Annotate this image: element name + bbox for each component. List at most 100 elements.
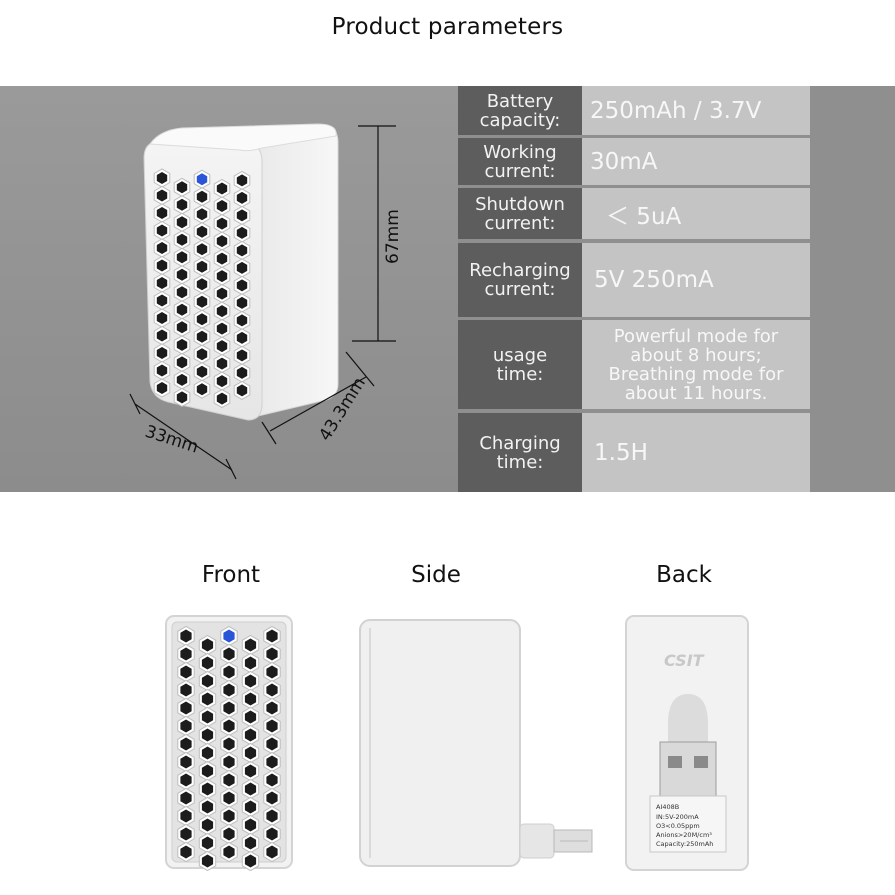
grille-hole bbox=[180, 845, 192, 859]
grille-hole bbox=[196, 190, 208, 203]
grille-hole bbox=[180, 827, 192, 841]
grille-hole bbox=[266, 845, 278, 859]
grille-hole bbox=[176, 268, 188, 281]
grille-hole bbox=[223, 683, 235, 697]
grille-hole bbox=[176, 373, 188, 386]
grille-hole bbox=[216, 200, 228, 212]
grille-hole bbox=[244, 656, 257, 670]
grille-hole bbox=[196, 365, 208, 378]
grille-hole bbox=[201, 782, 214, 796]
grille-hole bbox=[201, 728, 214, 742]
grille-hole bbox=[223, 773, 235, 787]
grille-hole bbox=[180, 809, 192, 823]
grille-hole bbox=[244, 746, 257, 760]
grille-hole bbox=[266, 809, 278, 823]
grille-hole bbox=[216, 287, 228, 300]
grille-hole bbox=[180, 773, 192, 787]
grille-hole bbox=[216, 340, 228, 353]
back-spec-3: Anions>20M/cm³ bbox=[656, 831, 712, 839]
grille-hole bbox=[196, 260, 208, 273]
grille-hole bbox=[180, 791, 192, 805]
grille-hole bbox=[236, 349, 248, 362]
grille-hole bbox=[266, 647, 278, 661]
param-value: Powerful mode for about 8 hours; Breathi… bbox=[582, 320, 810, 409]
grille-hole bbox=[216, 235, 228, 248]
grille-hole bbox=[223, 647, 235, 661]
grille-hole bbox=[236, 314, 248, 327]
dimension-lines bbox=[129, 125, 396, 480]
grille-hole bbox=[156, 294, 168, 307]
grille-hole bbox=[201, 746, 214, 760]
product-illustration: 67mm 43.3mm 33mm bbox=[129, 123, 403, 480]
grille-hole bbox=[236, 209, 248, 222]
grille-hole bbox=[156, 329, 168, 342]
grille-hole bbox=[180, 719, 192, 733]
grille-hole bbox=[216, 217, 228, 230]
grille-hole bbox=[176, 303, 188, 316]
grille-hole bbox=[223, 719, 235, 733]
grille-hole bbox=[223, 737, 235, 751]
grille-hole bbox=[180, 701, 192, 715]
grille-hole bbox=[176, 391, 188, 404]
grille-hole bbox=[266, 827, 278, 841]
grille-hole bbox=[244, 800, 257, 814]
grille-hole bbox=[156, 277, 168, 289]
grille-hole bbox=[244, 728, 257, 742]
grille-hole bbox=[266, 737, 278, 751]
grille-hole bbox=[196, 383, 208, 396]
grille-hole bbox=[156, 242, 168, 254]
grille-hole bbox=[180, 683, 192, 697]
view-label-front: Front bbox=[201, 562, 261, 588]
param-row-charging: Charging time: 1.5H bbox=[458, 413, 810, 492]
front-view-image bbox=[165, 615, 293, 872]
grille-hole bbox=[236, 366, 248, 379]
param-row-battery: Battery capacity: 250mAh / 3.7V bbox=[458, 86, 810, 135]
grille-hole bbox=[244, 854, 257, 868]
view-label-side: Side bbox=[411, 562, 461, 588]
grille-hole bbox=[244, 692, 257, 706]
grille-hole bbox=[156, 347, 168, 359]
indicator-led bbox=[223, 629, 235, 643]
grille-hole bbox=[196, 278, 208, 291]
grille-hole bbox=[196, 313, 208, 326]
dimension-width: 33mm bbox=[142, 422, 200, 458]
grille-hole bbox=[156, 172, 168, 184]
grille-hole bbox=[196, 243, 208, 256]
grille-hole bbox=[244, 818, 257, 832]
grille-hole bbox=[244, 782, 257, 796]
grille-hole bbox=[236, 261, 248, 274]
parameters-table: Battery capacity: 250mAh / 3.7V Working … bbox=[458, 86, 810, 492]
grille-hole bbox=[244, 836, 257, 850]
grille-hole bbox=[201, 836, 214, 850]
grille-hole bbox=[176, 181, 188, 194]
grille-hole bbox=[176, 338, 188, 351]
grille-hole bbox=[176, 233, 188, 246]
grille-hole bbox=[244, 710, 257, 724]
view-label-back: Back bbox=[656, 562, 712, 588]
grille-hole bbox=[236, 279, 248, 292]
param-label: Shutdown current: bbox=[458, 188, 582, 239]
grille-hole bbox=[216, 270, 228, 283]
grille-hole bbox=[223, 665, 235, 679]
grille-hole bbox=[156, 364, 168, 377]
grille-hole bbox=[216, 392, 228, 405]
honeycomb-grille bbox=[153, 168, 251, 409]
grille-hole bbox=[223, 827, 235, 841]
back-view-image: CSIT AI408B IN:5V-200mA O3<0.05ppm Anion… bbox=[625, 615, 749, 871]
grille-hole bbox=[176, 198, 188, 211]
param-row-working: Working current: 30mA bbox=[458, 138, 810, 185]
band-right-fill bbox=[810, 86, 895, 492]
grille-hole bbox=[196, 348, 208, 361]
grille-hole bbox=[223, 845, 235, 859]
back-spec-2: O3<0.05ppm bbox=[656, 822, 700, 830]
grille-hole bbox=[156, 224, 168, 237]
side-view-image bbox=[359, 619, 593, 867]
grille-hole bbox=[236, 331, 248, 344]
device-side-face bbox=[254, 125, 339, 417]
grille-hole bbox=[156, 382, 168, 394]
grille-hole bbox=[216, 357, 228, 370]
grille-hole bbox=[156, 312, 168, 324]
grille-hole bbox=[201, 674, 214, 688]
grille-hole bbox=[266, 719, 278, 733]
grille-hole bbox=[266, 665, 278, 679]
